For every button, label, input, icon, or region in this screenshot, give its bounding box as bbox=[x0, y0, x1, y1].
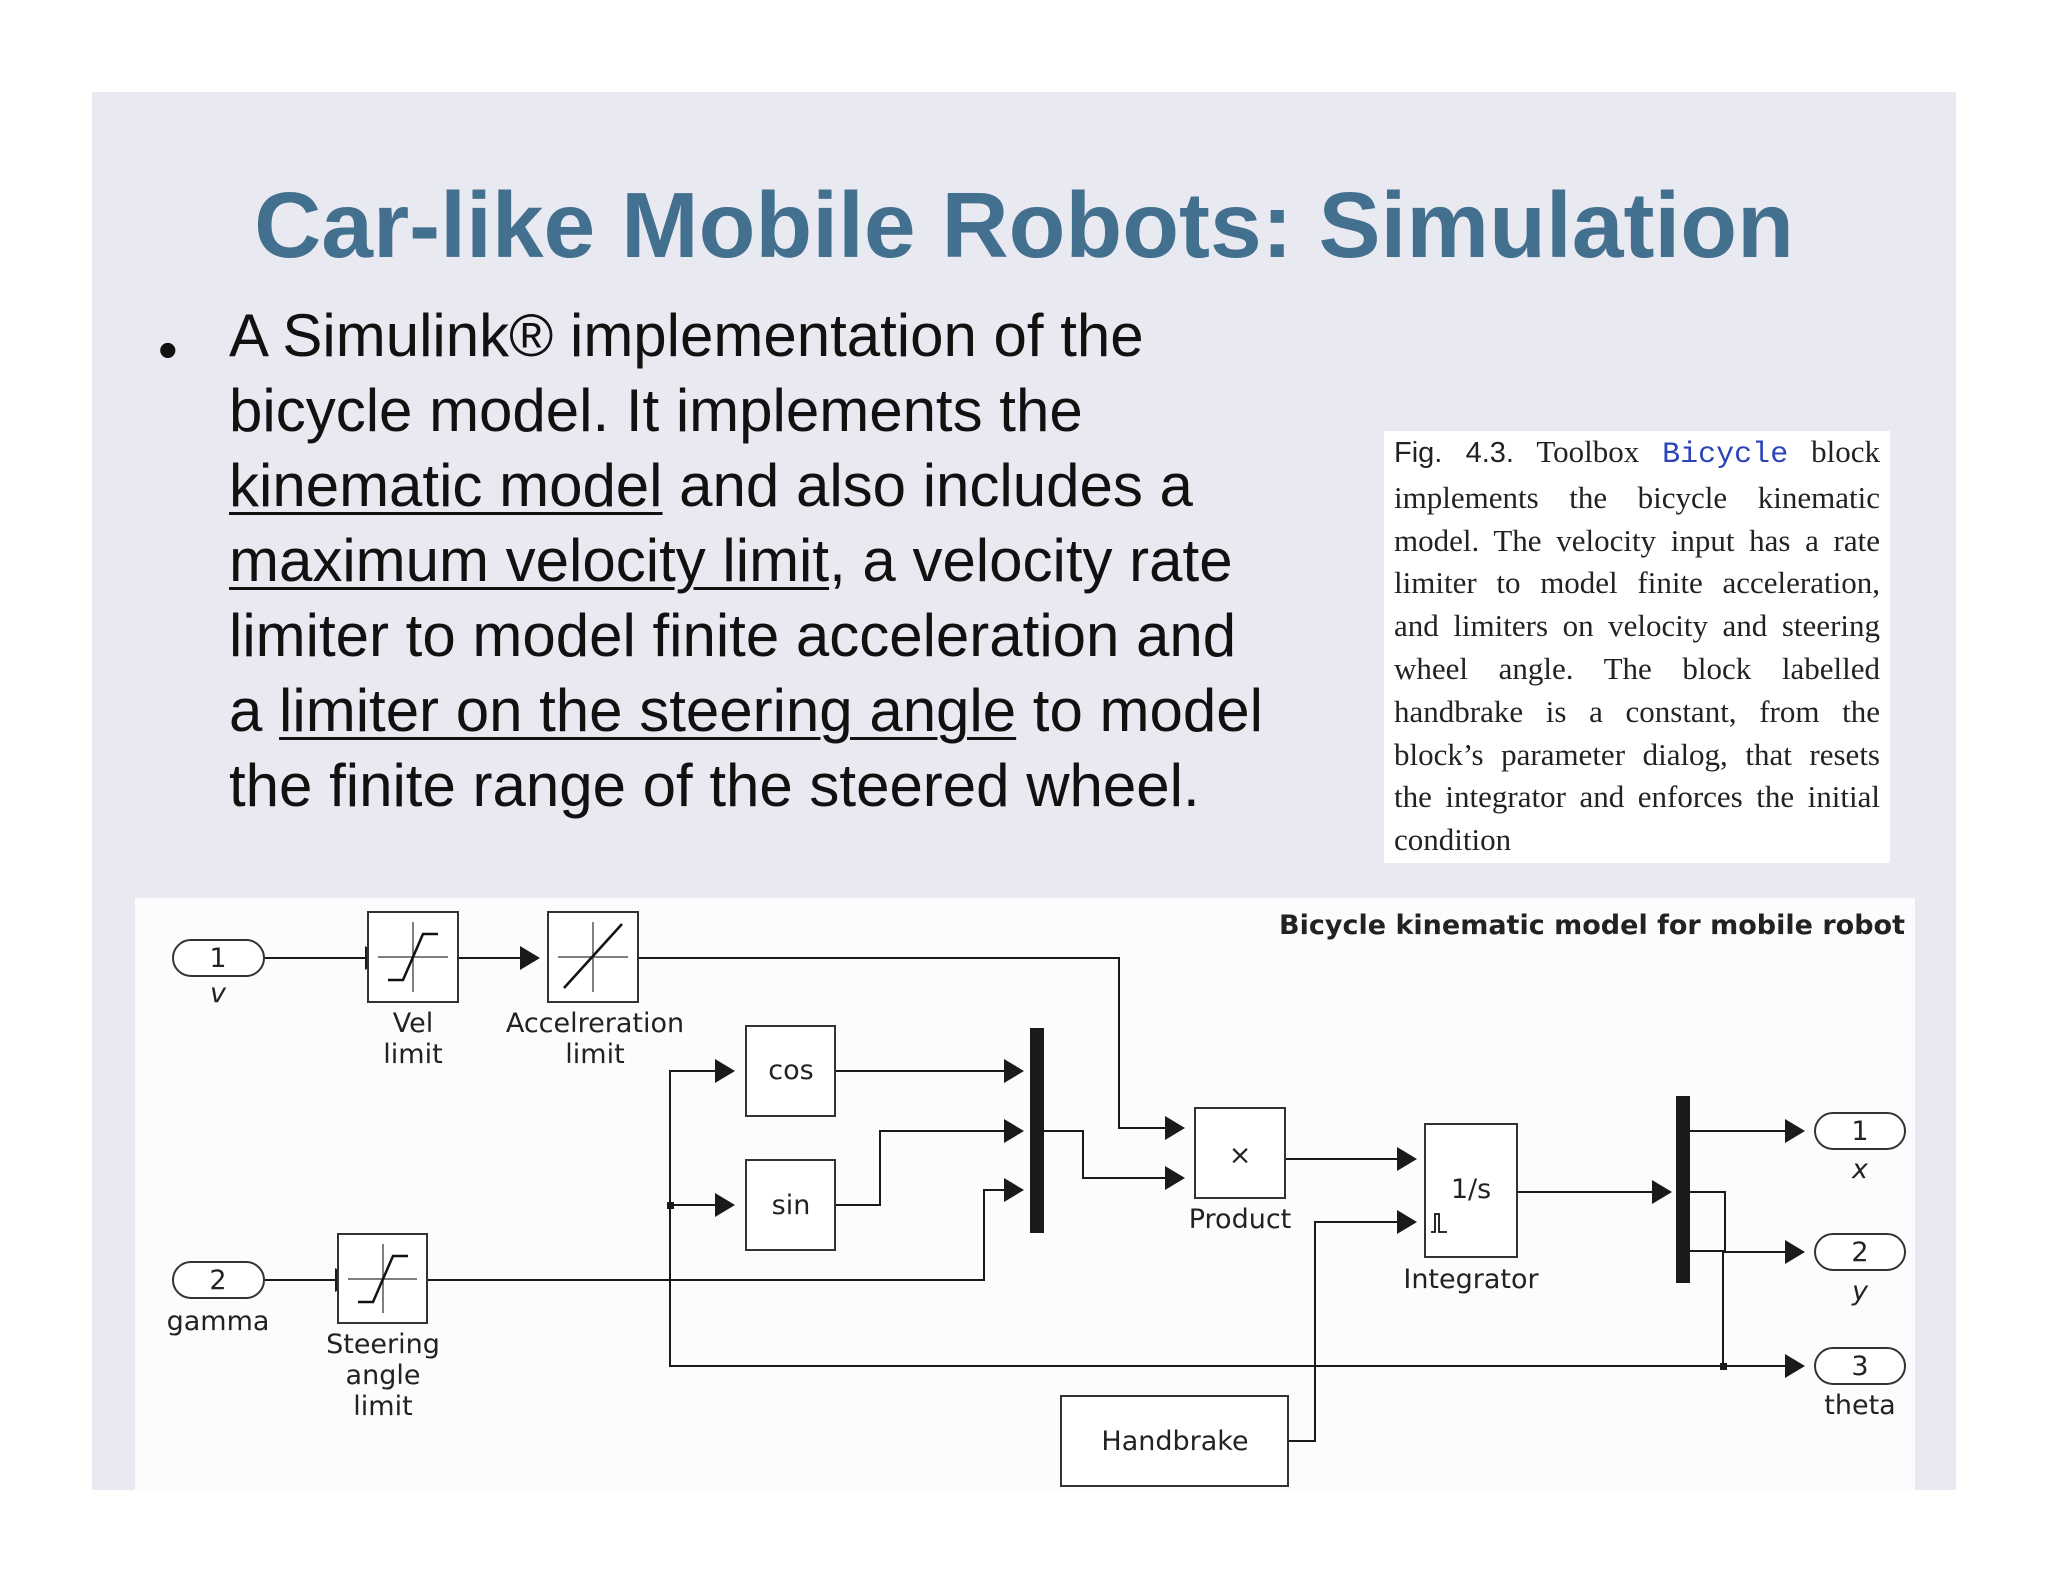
arrow-bus-product bbox=[1165, 1166, 1185, 1190]
wire-handbrake-int bbox=[1288, 1221, 1397, 1442]
bullet-text: A Simulink® implementation of the bicycl… bbox=[229, 298, 1269, 823]
steering-limit-label-2: angle bbox=[346, 1360, 421, 1391]
outport-y[interactable]: 2 y bbox=[1814, 1233, 1906, 1307]
handbrake-block[interactable]: Handbrake bbox=[1060, 1395, 1289, 1487]
caption-pre: Toolbox bbox=[1513, 434, 1663, 469]
steering-limit-label-3: limit bbox=[353, 1391, 412, 1422]
arrow-vel-accel bbox=[520, 946, 540, 970]
arrow-steer-bus bbox=[1004, 1178, 1024, 1202]
product-symbol: × bbox=[1229, 1140, 1252, 1171]
arrow-theta-cos bbox=[715, 1059, 735, 1083]
rate-limiter-icon bbox=[558, 922, 628, 992]
junction-theta bbox=[667, 1202, 674, 1209]
signal-wires bbox=[264, 946, 1805, 1442]
steering-limit-link: limiter on the steering angle bbox=[279, 677, 1017, 744]
outport-x[interactable]: 1 x bbox=[1814, 1112, 1906, 1185]
integrator-box bbox=[1424, 1123, 1518, 1258]
outport-theta-shape bbox=[1814, 1347, 1906, 1385]
inport-gamma-number: 2 bbox=[209, 1265, 226, 1296]
arrow-product-int bbox=[1397, 1147, 1417, 1171]
caption-block-name: Bicycle bbox=[1662, 438, 1789, 472]
integrator-block[interactable]: 1/s Integrator bbox=[1403, 1123, 1540, 1295]
sin-label: sin bbox=[772, 1190, 811, 1221]
mux-bus-1[interactable] bbox=[1030, 1028, 1044, 1233]
simulink-diagram: Bicycle kinematic model for mobile robot bbox=[135, 898, 1915, 1490]
bullet-text-part-3: , a velocity rate limiter to model finit… bbox=[229, 527, 1237, 744]
saturation-icon bbox=[348, 1244, 417, 1313]
integrator-symbol: 1/s bbox=[1451, 1174, 1491, 1205]
inport-gamma-shape bbox=[172, 1261, 265, 1299]
arrow-int-bus bbox=[1652, 1180, 1672, 1204]
wire-theta-cos bbox=[669, 1070, 1723, 1367]
outport-y-number: 2 bbox=[1851, 1237, 1868, 1268]
figure-caption: Fig. 4.3. Toolbox Bicycle block implemen… bbox=[1384, 431, 1890, 863]
outport-x-shape bbox=[1814, 1112, 1906, 1150]
wire-accel-product bbox=[638, 957, 1165, 1129]
outport-x-label: x bbox=[1851, 1154, 1869, 1185]
arrow-cos-bus bbox=[1004, 1059, 1024, 1083]
outport-y-label: y bbox=[1851, 1276, 1869, 1307]
outport-x-number: 1 bbox=[1851, 1116, 1868, 1147]
wire-bus-theta bbox=[1690, 1250, 1785, 1367]
sin-block[interactable]: sin bbox=[745, 1159, 836, 1251]
arrow-bus-y bbox=[1785, 1240, 1805, 1264]
figure-label: Fig. 4.3. bbox=[1394, 437, 1514, 469]
arrow-bus-x bbox=[1785, 1119, 1805, 1143]
inport-v[interactable]: 1 v bbox=[172, 939, 265, 1009]
inport-v-shape bbox=[172, 939, 265, 977]
bullet-text-part-1: A Simulink® implementation of the bicycl… bbox=[229, 302, 1144, 444]
outport-y-shape bbox=[1814, 1233, 1906, 1271]
product-label: Product bbox=[1189, 1204, 1292, 1235]
accel-limit-label-2: limit bbox=[565, 1039, 624, 1070]
handbrake-box bbox=[1060, 1395, 1289, 1487]
product-block[interactable]: × Product bbox=[1189, 1107, 1292, 1235]
arrow-handbrake-int bbox=[1397, 1210, 1417, 1234]
kinematic-model-link: kinematic model bbox=[229, 452, 663, 519]
outport-theta-number: 3 bbox=[1851, 1351, 1868, 1382]
demux-bus-2[interactable] bbox=[1676, 1096, 1690, 1283]
inport-v-label: v bbox=[210, 978, 227, 1009]
arrow-bus-theta bbox=[1785, 1354, 1805, 1378]
arrow-accel-product bbox=[1165, 1116, 1185, 1140]
handbrake-label: Handbrake bbox=[1101, 1426, 1248, 1457]
arrow-sin-bus bbox=[1004, 1119, 1024, 1143]
steering-limit-block[interactable]: Steering angle limit bbox=[326, 1233, 440, 1422]
slide-title: Car-like Mobile Robots: Simulation bbox=[254, 173, 1794, 277]
wire-sin-bus bbox=[827, 1130, 1004, 1206]
cos-label: cos bbox=[768, 1055, 813, 1086]
vel-limit-label-1: Vel bbox=[393, 1008, 434, 1039]
max-velocity-limit-link: maximum velocity limit bbox=[229, 527, 830, 594]
accel-limit-block[interactable]: Accelreration limit bbox=[506, 911, 684, 1070]
steering-limit-label-1: Steering bbox=[326, 1329, 440, 1360]
wire-steer-bus bbox=[427, 1189, 1004, 1281]
inport-gamma-label: gamma bbox=[167, 1306, 270, 1337]
bullet-text-part-2: and also includes a bbox=[662, 452, 1193, 519]
reset-icon bbox=[1431, 1213, 1447, 1233]
bullet-marker: • bbox=[158, 318, 178, 381]
saturation-icon bbox=[378, 922, 448, 992]
diagram-canvas: Bicycle kinematic model for mobile robot bbox=[167, 910, 1906, 1487]
vel-limit-block[interactable]: Vel limit bbox=[367, 911, 459, 1070]
wire-bus-y bbox=[1690, 1191, 1785, 1253]
vel-limit-label-2: limit bbox=[383, 1039, 442, 1070]
accel-limit-label-1: Accelreration bbox=[506, 1008, 684, 1039]
integrator-label: Integrator bbox=[1403, 1264, 1539, 1295]
inport-gamma[interactable]: 2 gamma bbox=[167, 1261, 270, 1337]
inport-v-number: 1 bbox=[209, 943, 226, 974]
wire-bus-product bbox=[1040, 1130, 1165, 1179]
sin-box bbox=[745, 1159, 836, 1251]
cos-box bbox=[745, 1025, 836, 1117]
diagram-title: Bicycle kinematic model for mobile robot bbox=[1279, 910, 1905, 941]
cos-block[interactable]: cos bbox=[745, 1025, 836, 1117]
product-box bbox=[1194, 1107, 1286, 1199]
junction-output bbox=[1720, 1363, 1727, 1370]
arrow-theta-sin bbox=[715, 1193, 735, 1217]
caption-body: block implements the bicycle kinematic m… bbox=[1394, 434, 1881, 858]
bullet-text-part-4: to model the finite range of the steered… bbox=[229, 677, 1263, 819]
outport-theta[interactable]: 3 theta bbox=[1814, 1347, 1906, 1421]
outport-theta-label: theta bbox=[1824, 1390, 1895, 1421]
